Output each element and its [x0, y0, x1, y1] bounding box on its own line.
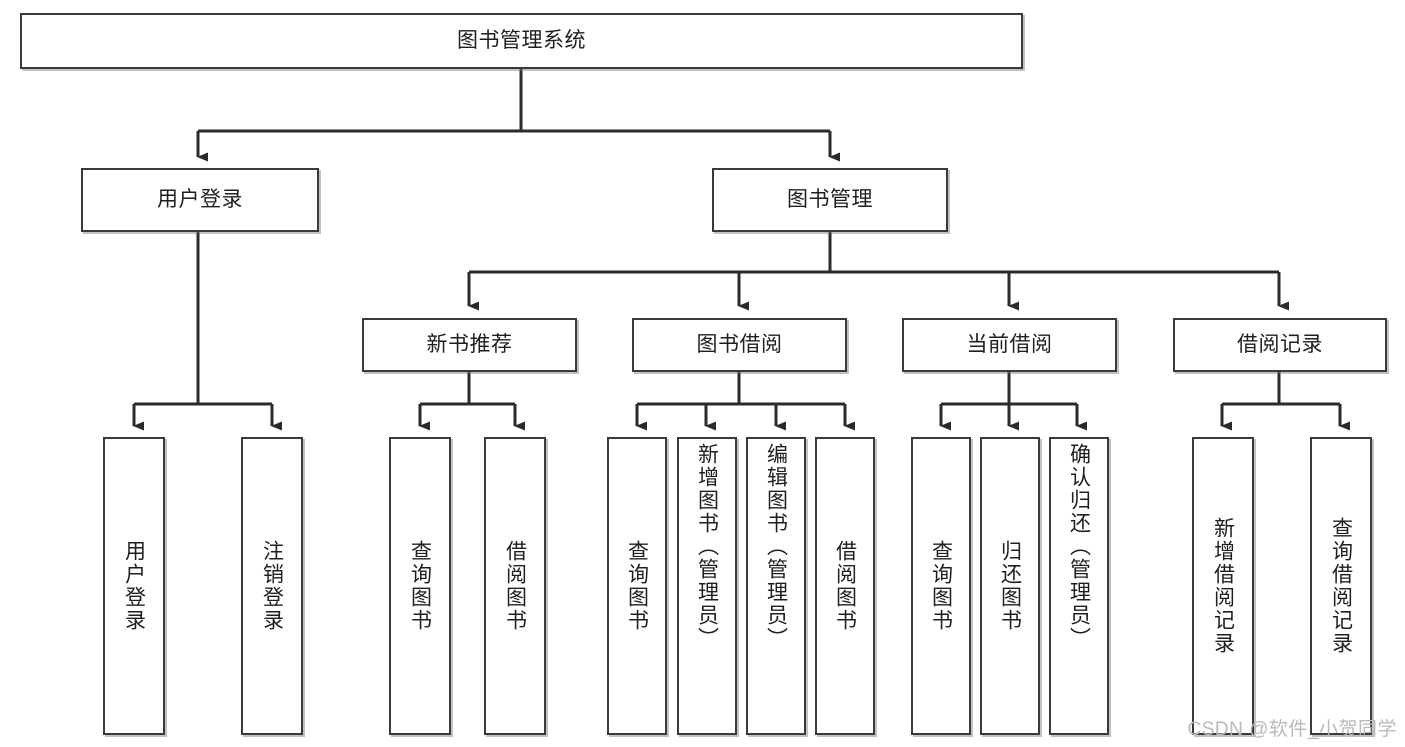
node-leaf-logout-label: 注销登录	[260, 540, 284, 632]
node-new-book-recommendation[interactable]: 新书推荐	[362, 318, 577, 372]
vertical-text-wrap: 查询图书	[913, 439, 969, 733]
node-root[interactable]: 图书管理系统	[20, 13, 1023, 69]
node-leaf-query-book-1-label: 查询图书	[408, 540, 432, 632]
vertical-text-wrap: 注销登录	[243, 439, 301, 733]
watermark-text: CSDN @软件_小贺同学	[1187, 719, 1397, 740]
node-leaf-query-book-3[interactable]: 查询图书	[911, 437, 971, 735]
node-borrow-record[interactable]: 借阅记录	[1173, 318, 1387, 372]
node-leaf-return-book[interactable]: 归还图书	[980, 437, 1040, 735]
node-book-management-label: 图书管理	[787, 187, 873, 211]
node-current-borrow-label: 当前借阅	[966, 332, 1053, 356]
vertical-text-wrap: 用户登录	[105, 439, 163, 733]
vertical-text-wrap: 新增借阅记录	[1194, 439, 1252, 733]
node-leaf-add-borrow-record[interactable]: 新增借阅记录	[1192, 437, 1254, 735]
vertical-text-wrap: 查询图书	[609, 439, 665, 733]
node-current-borrow[interactable]: 当前借阅	[902, 318, 1117, 372]
node-leaf-add-book-admin[interactable]: 新增图书（管理员）	[677, 437, 737, 735]
node-leaf-query-book-3-label: 查询图书	[929, 540, 953, 632]
node-new-book-recommendation-label: 新书推荐	[426, 332, 513, 356]
vertical-text-wrap: 归还图书	[982, 439, 1038, 733]
node-leaf-confirm-return-admin[interactable]: 确认归还（管理员）	[1049, 437, 1109, 735]
node-leaf-query-borrow-record[interactable]: 查询借阅记录	[1310, 437, 1372, 735]
node-leaf-query-book-2-label: 查询图书	[625, 540, 649, 632]
node-leaf-return-book-label: 归还图书	[998, 540, 1022, 632]
vertical-text-wrap: 借阅图书	[817, 439, 873, 733]
node-leaf-query-book-1[interactable]: 查询图书	[389, 437, 451, 735]
node-user-login-label: 用户登录	[157, 187, 243, 211]
vertical-text-wrap: 确认归还（管理员）	[1051, 439, 1107, 733]
node-leaf-logout[interactable]: 注销登录	[241, 437, 303, 735]
node-leaf-borrow-book-1[interactable]: 借阅图书	[484, 437, 546, 735]
node-leaf-confirm-return-admin-label: 确认归还（管理员）	[1067, 443, 1091, 650]
node-book-management[interactable]: 图书管理	[712, 168, 948, 232]
node-leaf-edit-book-admin[interactable]: 编辑图书（管理员）	[746, 437, 806, 735]
node-leaf-add-borrow-record-label: 新增借阅记录	[1211, 517, 1235, 655]
vertical-text-wrap: 编辑图书（管理员）	[748, 439, 804, 733]
vertical-text-wrap: 新增图书（管理员）	[679, 439, 735, 733]
node-leaf-borrow-book-1-label: 借阅图书	[503, 540, 527, 632]
node-borrow-record-label: 借阅记录	[1237, 332, 1323, 356]
node-book-borrow[interactable]: 图书借阅	[632, 318, 847, 372]
node-leaf-query-book-2[interactable]: 查询图书	[607, 437, 667, 735]
node-user-login[interactable]: 用户登录	[81, 168, 319, 232]
node-leaf-borrow-book-2-label: 借阅图书	[833, 540, 857, 632]
node-leaf-query-borrow-record-label: 查询借阅记录	[1329, 517, 1353, 655]
node-leaf-user-login[interactable]: 用户登录	[103, 437, 165, 735]
node-root-label: 图书管理系统	[457, 28, 586, 52]
node-leaf-edit-book-admin-label: 编辑图书（管理员）	[764, 443, 788, 650]
vertical-text-wrap: 查询借阅记录	[1312, 439, 1370, 733]
vertical-text-wrap: 查询图书	[391, 439, 449, 733]
node-leaf-add-book-admin-label: 新增图书（管理员）	[695, 443, 719, 650]
node-leaf-borrow-book-2[interactable]: 借阅图书	[815, 437, 875, 735]
vertical-text-wrap: 借阅图书	[486, 439, 544, 733]
node-book-borrow-label: 图书借阅	[696, 332, 783, 356]
node-leaf-user-login-label: 用户登录	[122, 540, 146, 632]
